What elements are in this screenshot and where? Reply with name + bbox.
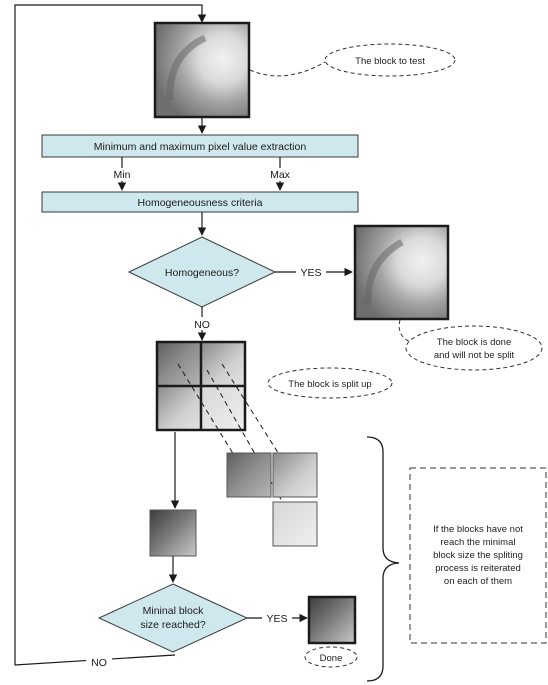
callout-block-to-test [324,43,456,77]
sub-block-3 [272,501,318,547]
callout-block-split-text: The block is split up [288,379,371,390]
sub-block-1 [226,452,272,498]
homogeneous-no-label: NO [194,319,210,331]
minimal-yes-label: YES [266,613,287,625]
callout-block-split [267,367,393,399]
min-label: Min [114,169,131,181]
callout-block-done [405,325,543,371]
brace [366,436,400,682]
decision-minimal-size [97,583,249,653]
callout-done [304,646,358,668]
decision-homogeneous-label: Homogeneous? [165,267,239,279]
note-line5: on each of them [444,576,512,587]
process-criteria-label: Homogeneousness criteria [138,197,263,209]
callout-block-done-line2: and will not be split [434,350,515,361]
minimal-no-label: NO [91,657,107,669]
loop-back-connector [14,4,207,666]
decision-minimal-line1: Mininal block [143,605,204,617]
sub-block-2 [272,452,318,498]
process-extraction-label: Minimum and maximum pixel value extracti… [94,141,307,153]
callout-leader-test [249,61,326,77]
callout-leader-done [398,319,421,346]
max-label: Max [270,169,291,181]
decision-minimal-line2: size reached? [140,619,206,631]
block-to-test-image [153,21,251,119]
block-final-image [307,595,357,645]
note-line3: block size the spliting [433,550,523,561]
homogeneous-yes-label: YES [300,267,321,279]
note-line1: If the blocks have not [433,524,523,535]
note-line4: process is reiterated [435,563,521,574]
callout-block-done-line1: The block is done [437,337,511,348]
block-split-image [155,340,247,432]
callout-block-to-test-text: The block to test [355,56,425,67]
callout-done-text: Done [320,653,343,664]
sub-block-current [149,509,197,557]
process-extraction-box [41,134,359,158]
note-line2: reach the minimal [441,537,516,548]
block-done-image [353,224,450,321]
note-box [409,467,547,644]
process-criteria-box [41,191,359,213]
